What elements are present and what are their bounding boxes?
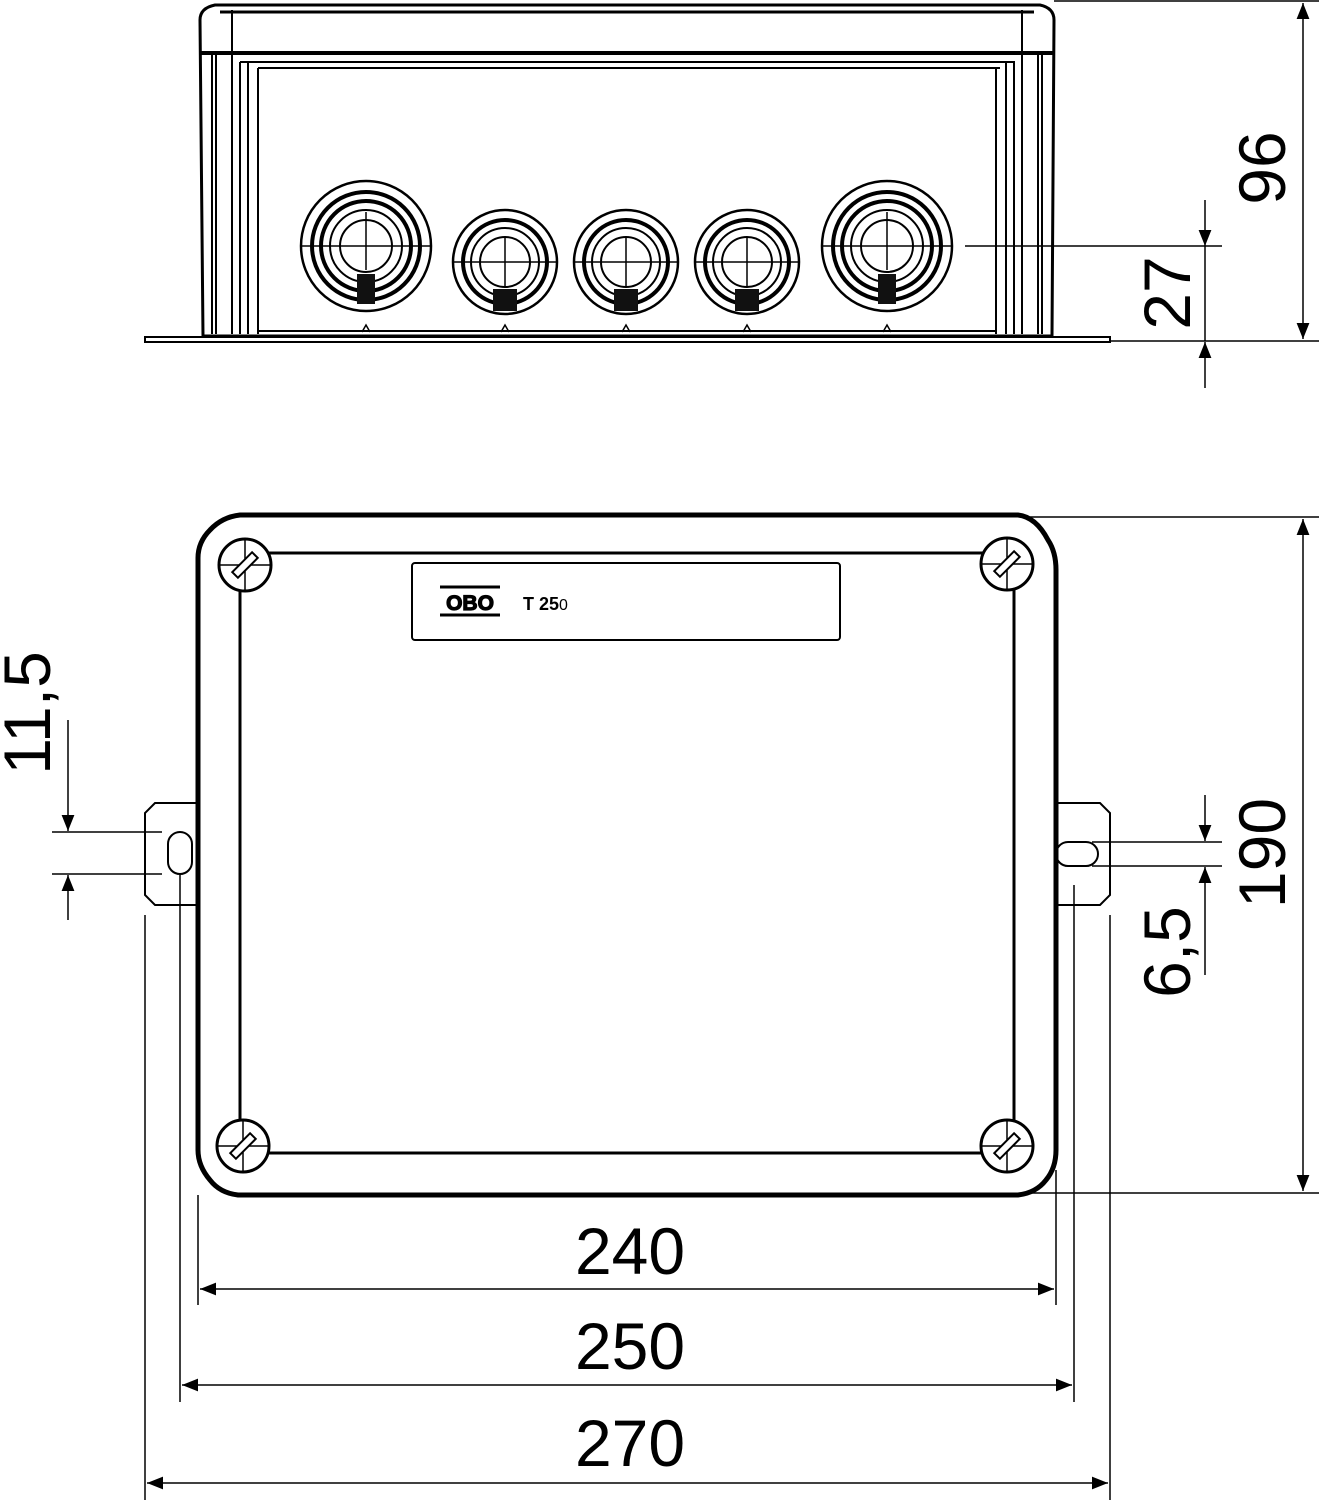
mounting-slot-left [167,831,193,875]
obo-logo: OBO [440,585,500,617]
cable-gland-5 [820,179,954,313]
box-lid-outline [195,512,1059,1198]
label-plate [411,562,841,641]
cable-gland-3 [572,208,680,316]
cable-gland-1 [299,179,433,313]
base-plate [144,336,1111,343]
dimension-width-body-label: 240 [575,1214,685,1288]
screw-top-right [979,536,1035,592]
front-view: 96 27 [144,0,1319,388]
dimension-slot-width-label: 6,5 [1130,906,1204,998]
cable-gland-2 [451,208,559,316]
obo-brand-text: OBO [446,592,494,615]
dimension-entry-height-label: 27 [1130,256,1204,329]
cable-gland-4 [693,208,801,316]
dimension-slot-length-label: 11,5 [0,651,64,775]
screw-top-left [217,537,273,593]
dimension-depth-label: 190 [1225,798,1299,908]
screw-bottom-right [979,1118,1035,1174]
dimension-width-mounting-label: 250 [575,1309,685,1383]
dimension-height-label: 96 [1225,131,1299,204]
dimension-width-overall-label: 270 [575,1406,685,1480]
model-label: T 250 [523,594,568,614]
top-view: OBO T 250 190 6,5 11,5 240 2 [0,512,1319,1500]
screw-bottom-left [215,1118,271,1174]
mounting-slot-right [1055,841,1099,867]
